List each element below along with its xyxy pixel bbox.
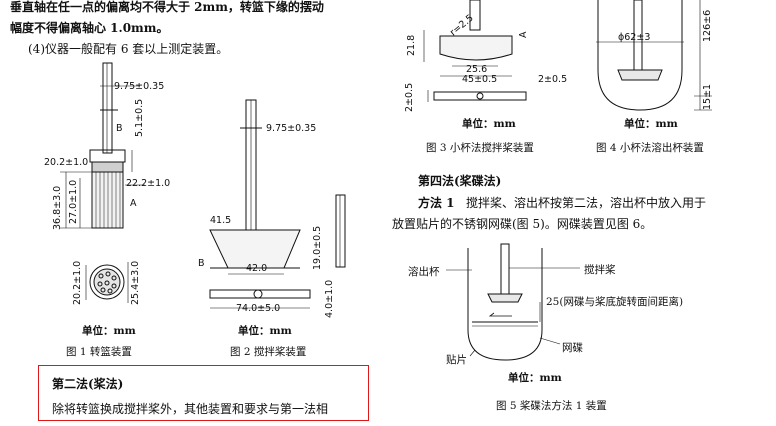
dimension-label: 4.0±1.0 — [324, 279, 335, 318]
dimension-label: 5.1±0.5 — [134, 98, 145, 137]
unit-label: 单位：mm — [624, 118, 678, 130]
dimension-label: 25.6 — [466, 64, 488, 75]
dimension-label: 9.75±0.35 — [266, 123, 317, 134]
part-label: B — [116, 123, 123, 134]
dimension-label: 2±0.5 — [538, 74, 568, 85]
unit-label: 单位：mm — [82, 325, 136, 337]
figure-caption: 图 3 小杯法搅拌桨装置 — [426, 142, 534, 154]
method-label: 方法 1 — [418, 196, 455, 210]
method-text: 搅拌桨、溶出杯按第二法，溶出杯中放入用于 — [465, 196, 706, 210]
part-label: B — [198, 258, 205, 269]
unit-label: 单位：mm — [462, 118, 516, 130]
body-text-line: 幅度不得偏离轴心 1.0mm。 — [10, 21, 169, 35]
part-label: A — [130, 198, 137, 209]
dimension-label: 20.2±1.0 — [44, 157, 89, 168]
body-text-line: 除将转篮换成搅拌桨外，其他装置和要求与第一法相 — [52, 402, 329, 416]
dimension-label: 22.2±1.0 — [126, 178, 171, 189]
fig5-paddle-disk-drawing — [446, 243, 580, 361]
figure-caption: 图 5 桨碟法方法 1 装置 — [496, 400, 607, 412]
callout-label: 25(网碟与桨底旋转面间距离) — [546, 296, 684, 308]
dimension-label: 36.8±3.0 — [52, 185, 63, 230]
dimension-label: 27.0±1.0 — [68, 179, 79, 224]
dimension-label: 2±0.5 — [404, 82, 415, 112]
dimension-label: 45±0.5 — [462, 74, 498, 85]
dimension-label: 20.2±1.0 — [72, 260, 83, 305]
section-heading: 第二法(桨法) — [52, 377, 124, 391]
callout-label: 网碟 — [562, 342, 583, 354]
body-text-line: 方法 1 搅拌桨、溶出杯按第二法，溶出杯中放入用于 — [418, 194, 706, 211]
callout-label: 溶出杯 — [408, 266, 440, 278]
figure-caption: 图 2 搅拌桨装置 — [230, 346, 307, 358]
figure-caption: 图 4 小杯法溶出杯装置 — [596, 142, 704, 154]
fig2-paddle-drawing — [209, 99, 346, 309]
dimension-label: 41.5 — [210, 215, 232, 226]
dimension-label: 42.0 — [246, 263, 268, 274]
body-text-line: (4)仪器一般配有 6 套以上测定装置。 — [28, 42, 229, 56]
dimension-label: 15±1 — [702, 83, 713, 110]
figure-caption: 图 1 转篮装置 — [66, 346, 132, 358]
unit-label: 单位：mm — [508, 372, 562, 384]
dimension-label: 9.75±0.35 — [114, 81, 165, 92]
dimension-label: 25.4±3.0 — [130, 260, 141, 305]
dimension-label: 19.0±0.5 — [312, 225, 323, 270]
callout-label: 贴片 — [446, 354, 467, 366]
fig4-small-cup-drawing — [596, 0, 712, 111]
highlight-box — [38, 365, 369, 421]
dimension-label: ϕ62±3 — [618, 32, 651, 43]
dimension-label: 126±6 — [702, 9, 713, 42]
dimension-label: 74.0±5.0 — [236, 303, 281, 314]
part-label: A — [518, 31, 529, 39]
fig1-basket-drawing — [60, 62, 145, 303]
body-text-line: 放置贴片的不锈钢网碟(图 5)。网碟装置见图 6。 — [392, 217, 653, 231]
unit-label: 单位：mm — [238, 325, 292, 337]
dimension-label: 21.8 — [406, 34, 417, 56]
fig3-small-paddle-drawing — [423, 0, 527, 102]
section-heading: 第四法(桨碟法) — [418, 174, 502, 188]
callout-label: 搅拌桨 — [584, 264, 616, 276]
body-text-line: 垂直轴在任一点的偏离均不得大于 2mm，转篮下缘的摆动 — [10, 0, 324, 14]
